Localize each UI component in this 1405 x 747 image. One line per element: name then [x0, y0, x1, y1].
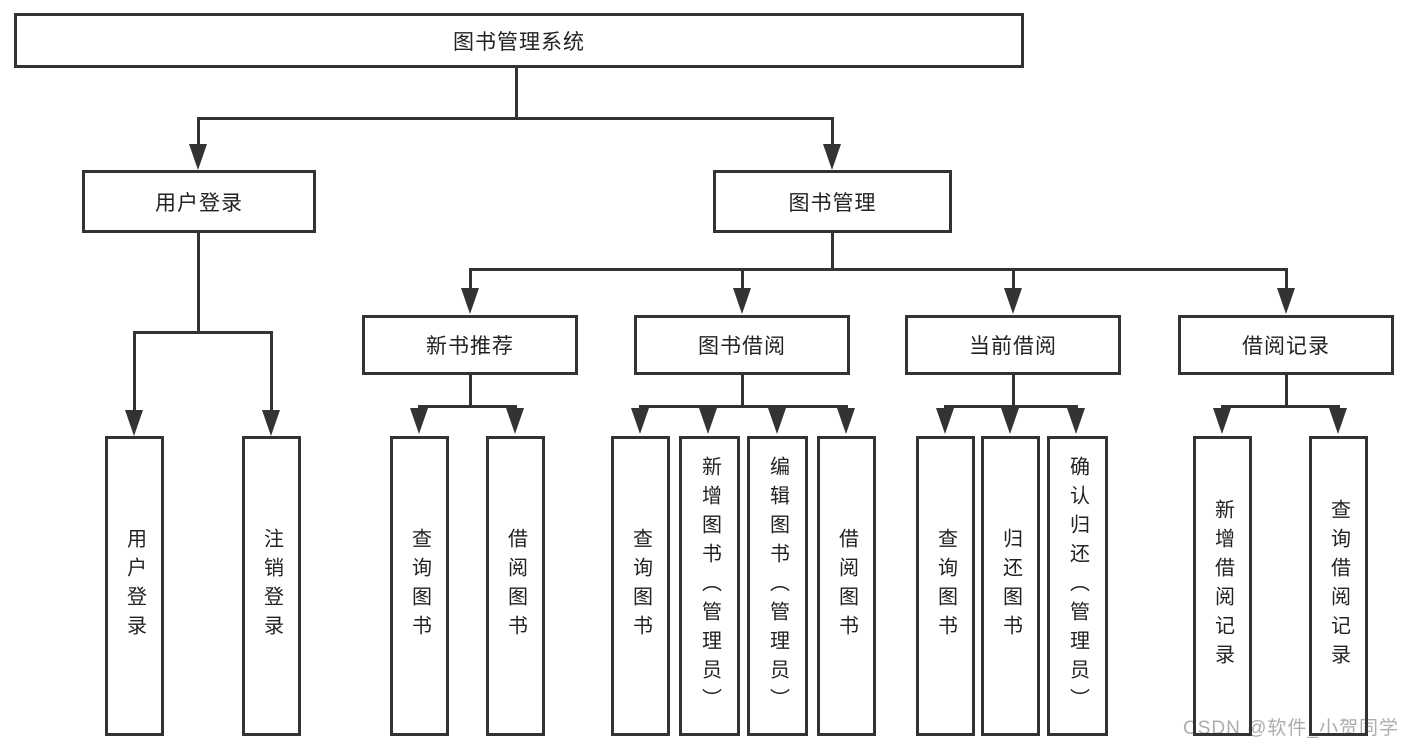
- node-user-login: 用户登录: [82, 170, 316, 233]
- connector-line: [741, 268, 744, 290]
- connector-line: [469, 268, 472, 290]
- arrow-down-icon: [631, 408, 649, 434]
- leaf-newbooks-borrow: 借阅图书: [486, 436, 545, 736]
- arrow-down-icon: [768, 408, 786, 434]
- leaf-bookborrow-add-label: 新增图书（管理员）: [698, 455, 721, 717]
- connector-line: [469, 374, 472, 407]
- arrow-down-icon: [410, 408, 428, 434]
- connector-line: [831, 232, 834, 271]
- arrow-down-icon: [1067, 408, 1085, 434]
- leaf-records-query-label: 查询借阅记录: [1327, 499, 1350, 673]
- arrow-down-icon: [699, 408, 717, 434]
- leaf-newbooks-query-label: 查询图书: [408, 528, 431, 644]
- node-book-mgmt-label: 图书管理: [788, 191, 877, 215]
- arrow-down-icon: [1329, 408, 1347, 434]
- leaf-current-confirm-return-label: 确认归还（管理员）: [1066, 455, 1089, 717]
- leaf-bookborrow-query-label: 查询图书: [629, 528, 652, 644]
- arrow-down-icon: [936, 408, 954, 434]
- arrow-down-icon: [733, 288, 751, 314]
- connector-line: [741, 374, 744, 407]
- connector-line: [1012, 374, 1015, 407]
- connector-line: [133, 331, 136, 412]
- node-user-login-label: 用户登录: [155, 191, 243, 215]
- node-current-borrow: 当前借阅: [905, 315, 1121, 375]
- leaf-newbooks-borrow-label: 借阅图书: [504, 528, 527, 644]
- leaf-user-login: 用户登录: [105, 436, 164, 736]
- connector-line: [944, 405, 1078, 408]
- node-borrow-records-label: 借阅记录: [1242, 335, 1330, 358]
- connector-line: [831, 117, 834, 147]
- connector-line: [639, 405, 848, 408]
- node-root: 图书管理系统: [14, 13, 1024, 68]
- node-new-books-label: 新书推荐: [426, 335, 514, 358]
- node-root-label: 图书管理系统: [453, 30, 585, 54]
- leaf-bookborrow-borrow-label: 借阅图书: [835, 528, 858, 644]
- leaf-records-add: 新增借阅记录: [1193, 436, 1252, 736]
- arrow-down-icon: [125, 410, 143, 436]
- leaf-records-add-label: 新增借阅记录: [1211, 499, 1234, 673]
- leaf-bookborrow-query: 查询图书: [611, 436, 670, 736]
- leaf-logout-label: 注销登录: [260, 528, 283, 644]
- connector-line: [197, 117, 834, 120]
- connector-line: [1221, 405, 1340, 408]
- arrow-down-icon: [506, 408, 524, 434]
- connector-line: [1285, 268, 1288, 290]
- arrow-down-icon: [1277, 288, 1295, 314]
- leaf-current-confirm-return: 确认归还（管理员）: [1047, 436, 1108, 736]
- leaf-bookborrow-borrow: 借阅图书: [817, 436, 876, 736]
- arrow-down-icon: [1004, 288, 1022, 314]
- node-new-books: 新书推荐: [362, 315, 578, 375]
- arrow-down-icon: [461, 288, 479, 314]
- connector-line: [133, 331, 273, 334]
- connector-line: [1285, 374, 1288, 407]
- node-borrow-records: 借阅记录: [1178, 315, 1394, 375]
- arrow-down-icon: [1001, 408, 1019, 434]
- node-book-mgmt: 图书管理: [713, 170, 952, 233]
- connector-line: [1012, 268, 1015, 290]
- arrow-down-icon: [1213, 408, 1231, 434]
- connector-line: [418, 405, 517, 408]
- node-book-borrow-label: 图书借阅: [698, 335, 786, 358]
- leaf-records-query: 查询借阅记录: [1309, 436, 1368, 736]
- leaf-user-login-label: 用户登录: [123, 528, 146, 644]
- connector-line: [197, 232, 200, 333]
- leaf-bookborrow-edit-label: 编辑图书（管理员）: [766, 455, 789, 717]
- arrow-down-icon: [837, 408, 855, 434]
- connector-line: [515, 67, 518, 120]
- arrow-down-icon: [189, 144, 207, 170]
- leaf-current-query: 查询图书: [916, 436, 975, 736]
- leaf-current-return: 归还图书: [981, 436, 1040, 736]
- node-current-borrow-label: 当前借阅: [969, 335, 1057, 358]
- leaf-bookborrow-add: 新增图书（管理员）: [679, 436, 740, 736]
- leaf-current-return-label: 归还图书: [999, 528, 1022, 644]
- leaf-newbooks-query: 查询图书: [390, 436, 449, 736]
- leaf-current-query-label: 查询图书: [934, 528, 957, 644]
- connector-line: [270, 331, 273, 412]
- arrow-down-icon: [823, 144, 841, 170]
- arrow-down-icon: [262, 410, 280, 436]
- connector-line: [197, 117, 200, 147]
- leaf-logout: 注销登录: [242, 436, 301, 736]
- connector-line: [469, 268, 1288, 271]
- node-book-borrow: 图书借阅: [634, 315, 850, 375]
- leaf-bookborrow-edit: 编辑图书（管理员）: [747, 436, 808, 736]
